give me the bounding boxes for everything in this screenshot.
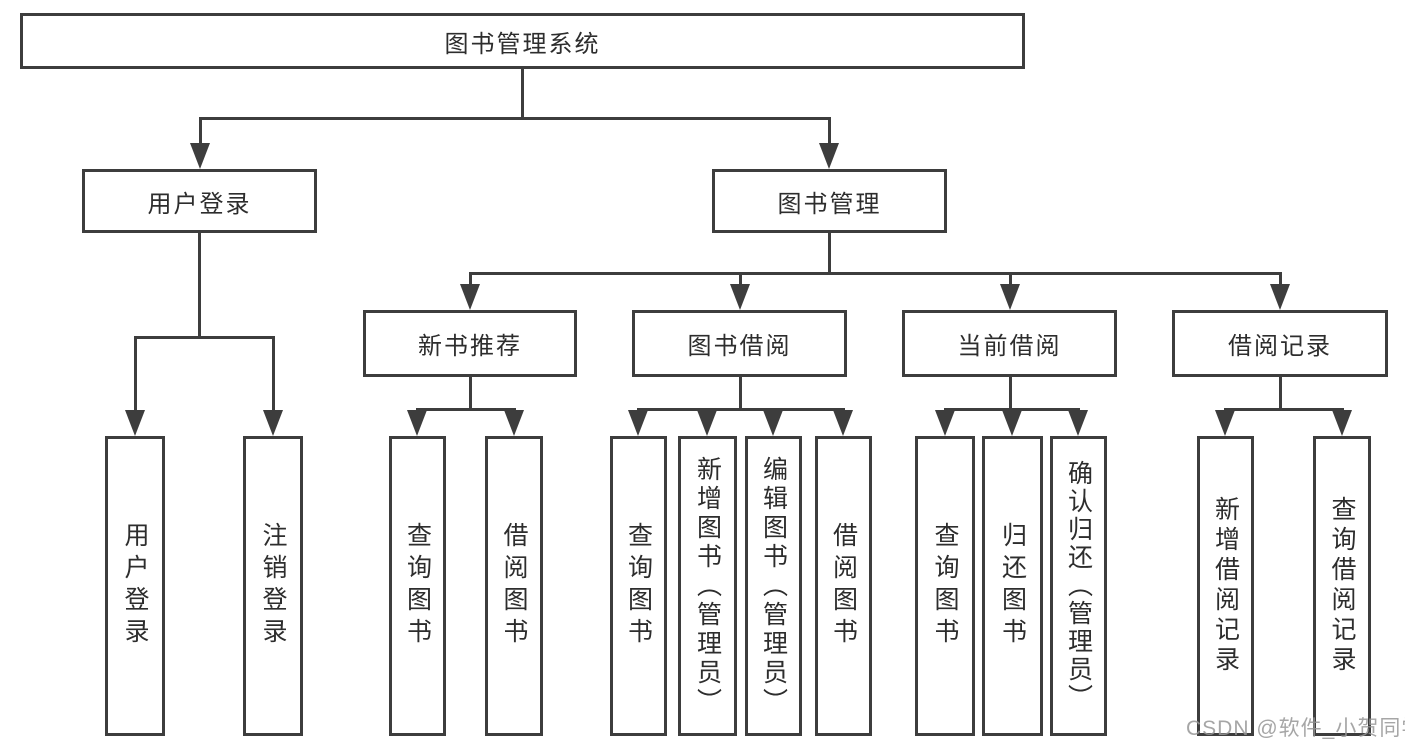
leaf-borrowing-query-books: 查询图书 bbox=[610, 436, 667, 736]
leaf-borrowing-add-books-admin: 新增图书（管理员） bbox=[678, 436, 737, 736]
arrow-down-icon bbox=[1215, 410, 1235, 436]
connector-line bbox=[739, 377, 742, 408]
arrow-down-icon bbox=[1000, 284, 1020, 310]
arrow-down-icon bbox=[407, 410, 427, 436]
connector-line bbox=[521, 69, 524, 117]
node-book-management: 图书管理 bbox=[712, 169, 947, 233]
connector-line bbox=[134, 336, 137, 414]
node-current-borrowing: 当前借阅 bbox=[902, 310, 1117, 377]
csdn-watermark: CSDN @软件_小贺同学 bbox=[1186, 717, 1405, 740]
connector-line bbox=[470, 272, 1281, 275]
arrow-down-icon bbox=[190, 143, 210, 169]
connector-line bbox=[1009, 377, 1012, 408]
arrow-down-icon bbox=[460, 284, 480, 310]
connector-line bbox=[1279, 377, 1282, 408]
arrow-down-icon bbox=[935, 410, 955, 436]
arrow-down-icon bbox=[263, 410, 283, 436]
arrow-down-icon bbox=[1002, 410, 1022, 436]
arrow-down-icon bbox=[1270, 284, 1290, 310]
leaf-user-login: 用户登录 bbox=[105, 436, 165, 736]
connector-line bbox=[469, 272, 472, 292]
leaf-records-add-record: 新增借阅记录 bbox=[1197, 436, 1254, 736]
connector-line bbox=[199, 117, 202, 153]
leaf-current-return-books: 归还图书 bbox=[982, 436, 1043, 736]
arrow-down-icon bbox=[730, 284, 750, 310]
node-book-borrowing: 图书借阅 bbox=[632, 310, 847, 377]
arrow-down-icon bbox=[1068, 410, 1088, 436]
leaf-records-query-record: 查询借阅记录 bbox=[1313, 436, 1371, 736]
connector-line bbox=[199, 117, 831, 120]
node-new-book-recommend: 新书推荐 bbox=[363, 310, 577, 377]
leaf-logout: 注销登录 bbox=[243, 436, 303, 736]
arrow-down-icon bbox=[1332, 410, 1352, 436]
leaf-current-query-books: 查询图书 bbox=[915, 436, 975, 736]
arrow-down-icon bbox=[763, 410, 783, 436]
node-borrowing-records: 借阅记录 bbox=[1172, 310, 1388, 377]
connector-line bbox=[739, 272, 742, 292]
connector-line bbox=[1009, 272, 1012, 292]
arrow-down-icon bbox=[628, 410, 648, 436]
connector-line bbox=[417, 408, 515, 411]
leaf-borrowing-borrow-books: 借阅图书 bbox=[815, 436, 872, 736]
connector-line bbox=[828, 233, 831, 272]
leaf-recommend-query-books: 查询图书 bbox=[389, 436, 446, 736]
arrow-down-icon bbox=[697, 410, 717, 436]
arrow-down-icon bbox=[504, 410, 524, 436]
leaf-current-confirm-return-admin: 确认归还（管理员） bbox=[1050, 436, 1107, 736]
connector-line bbox=[1279, 272, 1282, 292]
leaf-recommend-borrow-books: 借阅图书 bbox=[485, 436, 543, 736]
connector-line bbox=[1225, 408, 1343, 411]
connector-line bbox=[828, 117, 831, 153]
connector-line bbox=[272, 336, 275, 414]
arrow-down-icon bbox=[819, 143, 839, 169]
arrow-down-icon bbox=[833, 410, 853, 436]
connector-line bbox=[134, 336, 274, 339]
node-library-management-system: 图书管理系统 bbox=[20, 13, 1025, 69]
node-user-login: 用户登录 bbox=[82, 169, 317, 233]
connector-line bbox=[198, 233, 201, 336]
connector-line bbox=[638, 408, 844, 411]
connector-line bbox=[469, 377, 472, 408]
leaf-borrowing-edit-books-admin: 编辑图书（管理员） bbox=[745, 436, 802, 736]
arrow-down-icon bbox=[125, 410, 145, 436]
